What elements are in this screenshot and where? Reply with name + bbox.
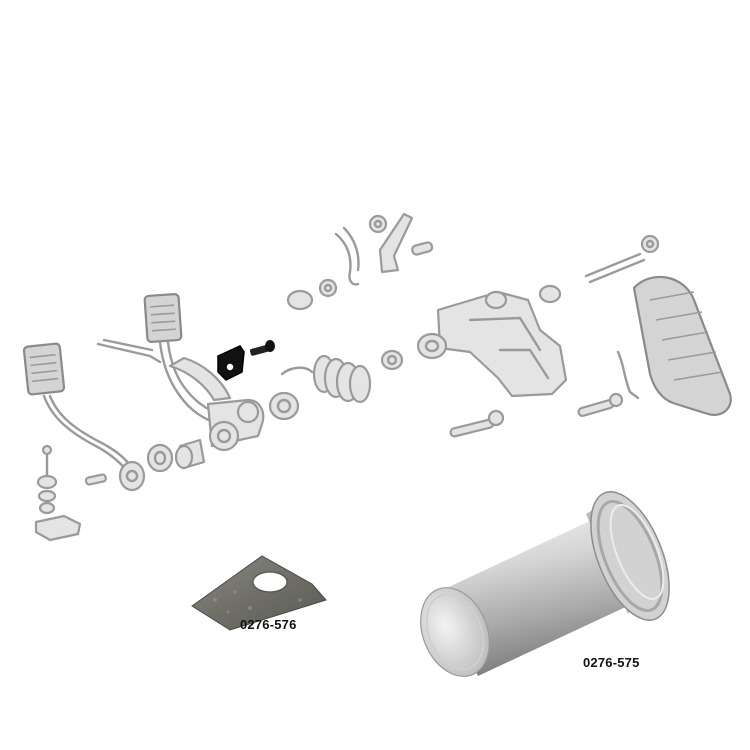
clutch-pedal <box>22 342 146 492</box>
lock-plate-photo <box>191 555 327 631</box>
accelerator-rod <box>584 234 660 284</box>
bushings <box>146 391 300 473</box>
return-spring <box>280 278 404 404</box>
clevis-pin-photo <box>420 491 670 677</box>
brake-pedal <box>96 293 265 452</box>
part-number-label-pin: 0276-575 <box>583 655 640 670</box>
accelerator-pedal <box>616 275 732 416</box>
upper-linkage <box>334 212 434 286</box>
highlighted-lock-plate-and-pin <box>217 340 275 381</box>
part-number-label-plate: 0276-576 <box>240 617 297 632</box>
lower-left-hardware <box>34 444 107 542</box>
bracket-bolts <box>449 392 624 438</box>
pedal-bracket <box>416 284 568 398</box>
